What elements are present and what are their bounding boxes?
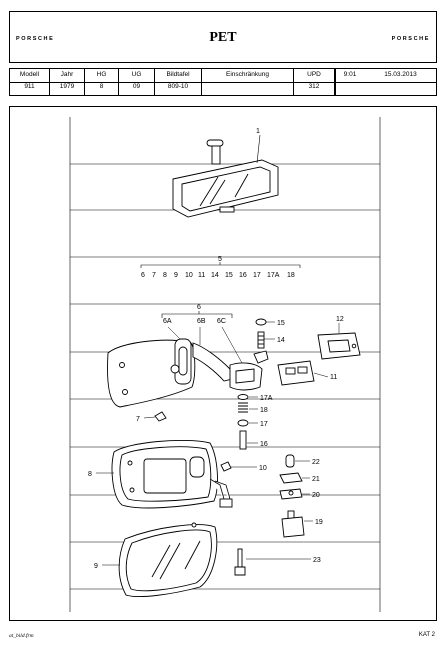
- callout-10: 10: [259, 465, 267, 472]
- callout-21: 21: [312, 476, 320, 483]
- mirror-arm-drawing: [192, 342, 233, 382]
- small-parts-drawing: [279, 454, 303, 500]
- leader-1: [256, 134, 261, 164]
- group5-item: 16: [239, 272, 247, 279]
- mirror-glass-drawing: [118, 522, 218, 597]
- callout-1: 1: [256, 128, 260, 135]
- spring-stack-drawing: [237, 394, 249, 450]
- col-time: 9:01: [343, 71, 357, 78]
- bracket-6: [161, 311, 233, 318]
- footer-page: KAT 2: [418, 632, 435, 638]
- callout-20: 20: [312, 492, 320, 499]
- screw-washer-drawing: [253, 318, 269, 364]
- callout-17: 17: [260, 421, 268, 428]
- footer-filename: at_bild.frm: [9, 633, 34, 639]
- callout-6a: 6A: [163, 318, 172, 325]
- group5-item: 10: [185, 272, 193, 279]
- callout-9: 9: [94, 563, 98, 570]
- leader-6c: [221, 326, 243, 364]
- leader-11: [313, 372, 329, 378]
- group5-item: 11: [198, 272, 205, 279]
- group5-item: 17A: [267, 272, 280, 279]
- group5-item: 9: [174, 272, 178, 279]
- group5-item: 7: [152, 272, 156, 279]
- callout-22: 22: [312, 459, 320, 466]
- group5-item: 8: [163, 272, 167, 279]
- plate-12-drawing: [317, 332, 361, 360]
- callout-7: 7: [136, 416, 140, 423]
- screw-10-drawing: [220, 461, 232, 472]
- brand-logo-right: PORSCHE: [391, 36, 430, 42]
- mirror-cover-drawing: [229, 362, 263, 391]
- meta-divider-right: [335, 82, 436, 83]
- meta-vline: [335, 69, 336, 95]
- callout-6c: 6C: [217, 318, 226, 325]
- col-date: 15.03.2013: [384, 71, 417, 78]
- callout-6b: 6B: [197, 318, 206, 325]
- group5-item: 15: [225, 272, 233, 279]
- switch-19-drawing: [281, 510, 305, 538]
- callout-8: 8: [88, 471, 92, 478]
- callout-16: 16: [260, 441, 268, 448]
- callout-5: 5: [218, 256, 222, 263]
- callout-15: 15: [277, 320, 285, 327]
- callout-6: 6: [197, 304, 201, 311]
- mirror-base-plate-drawing: [107, 338, 196, 408]
- group5-item: 17: [253, 272, 261, 279]
- callout-14: 14: [277, 337, 285, 344]
- group5-items: 6 7 8 9 10 11 14 15 16 17 17A 18: [141, 272, 295, 279]
- callout-19: 19: [315, 519, 323, 526]
- screw-7-drawing: [154, 411, 167, 422]
- leader-6a: [167, 326, 181, 340]
- group5-item: 6: [141, 272, 145, 279]
- mirror-housing-drawing: [111, 439, 233, 509]
- leader-7: [143, 416, 156, 419]
- parts-diagram: 1 5 6 7 8 9 10 11 14 15 16 17 17A 18 6 6…: [69, 117, 381, 612]
- brand-logo-left: PORSCHE: [16, 36, 55, 42]
- bracket-5: [140, 262, 301, 268]
- page-header: PORSCHE PET PORSCHE: [9, 11, 437, 63]
- interior-mirror-drawing: [172, 139, 279, 218]
- callout-17a: 17A: [260, 395, 273, 402]
- group5-item: 14: [211, 272, 219, 279]
- callout-18: 18: [260, 407, 268, 414]
- block-11-drawing: [277, 360, 315, 386]
- part-23-drawing: [234, 548, 246, 576]
- group5-item: 18: [287, 272, 295, 279]
- meta-divider: [10, 82, 335, 83]
- page-title: PET: [209, 30, 237, 45]
- callout-23: 23: [313, 557, 321, 564]
- callout-12: 12: [336, 316, 344, 323]
- callout-11: 11: [330, 374, 337, 381]
- diagram-frame: 1 5 6 7 8 9 10 11 14 15 16 17 17A 18 6 6…: [9, 106, 437, 621]
